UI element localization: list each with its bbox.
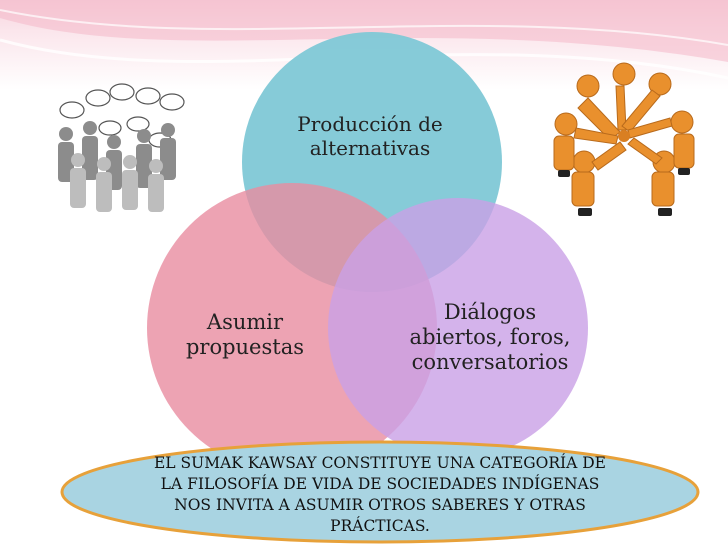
- node-top-label: Producción de alternativas: [297, 112, 443, 160]
- banner-text: EL SUMAK KAWSAY CONSTITUYE UNA CATEGORÍA…: [153, 454, 606, 535]
- people-chat-icon: [58, 83, 185, 212]
- node-left-label: Asumir propuestas: [185, 310, 305, 360]
- banner-ellipse: [60, 440, 700, 544]
- node-right-label: Diálogos abiertos, foros, conversatorios: [409, 300, 571, 375]
- circle-right: [328, 198, 588, 458]
- team-huddle-icon: [553, 62, 695, 216]
